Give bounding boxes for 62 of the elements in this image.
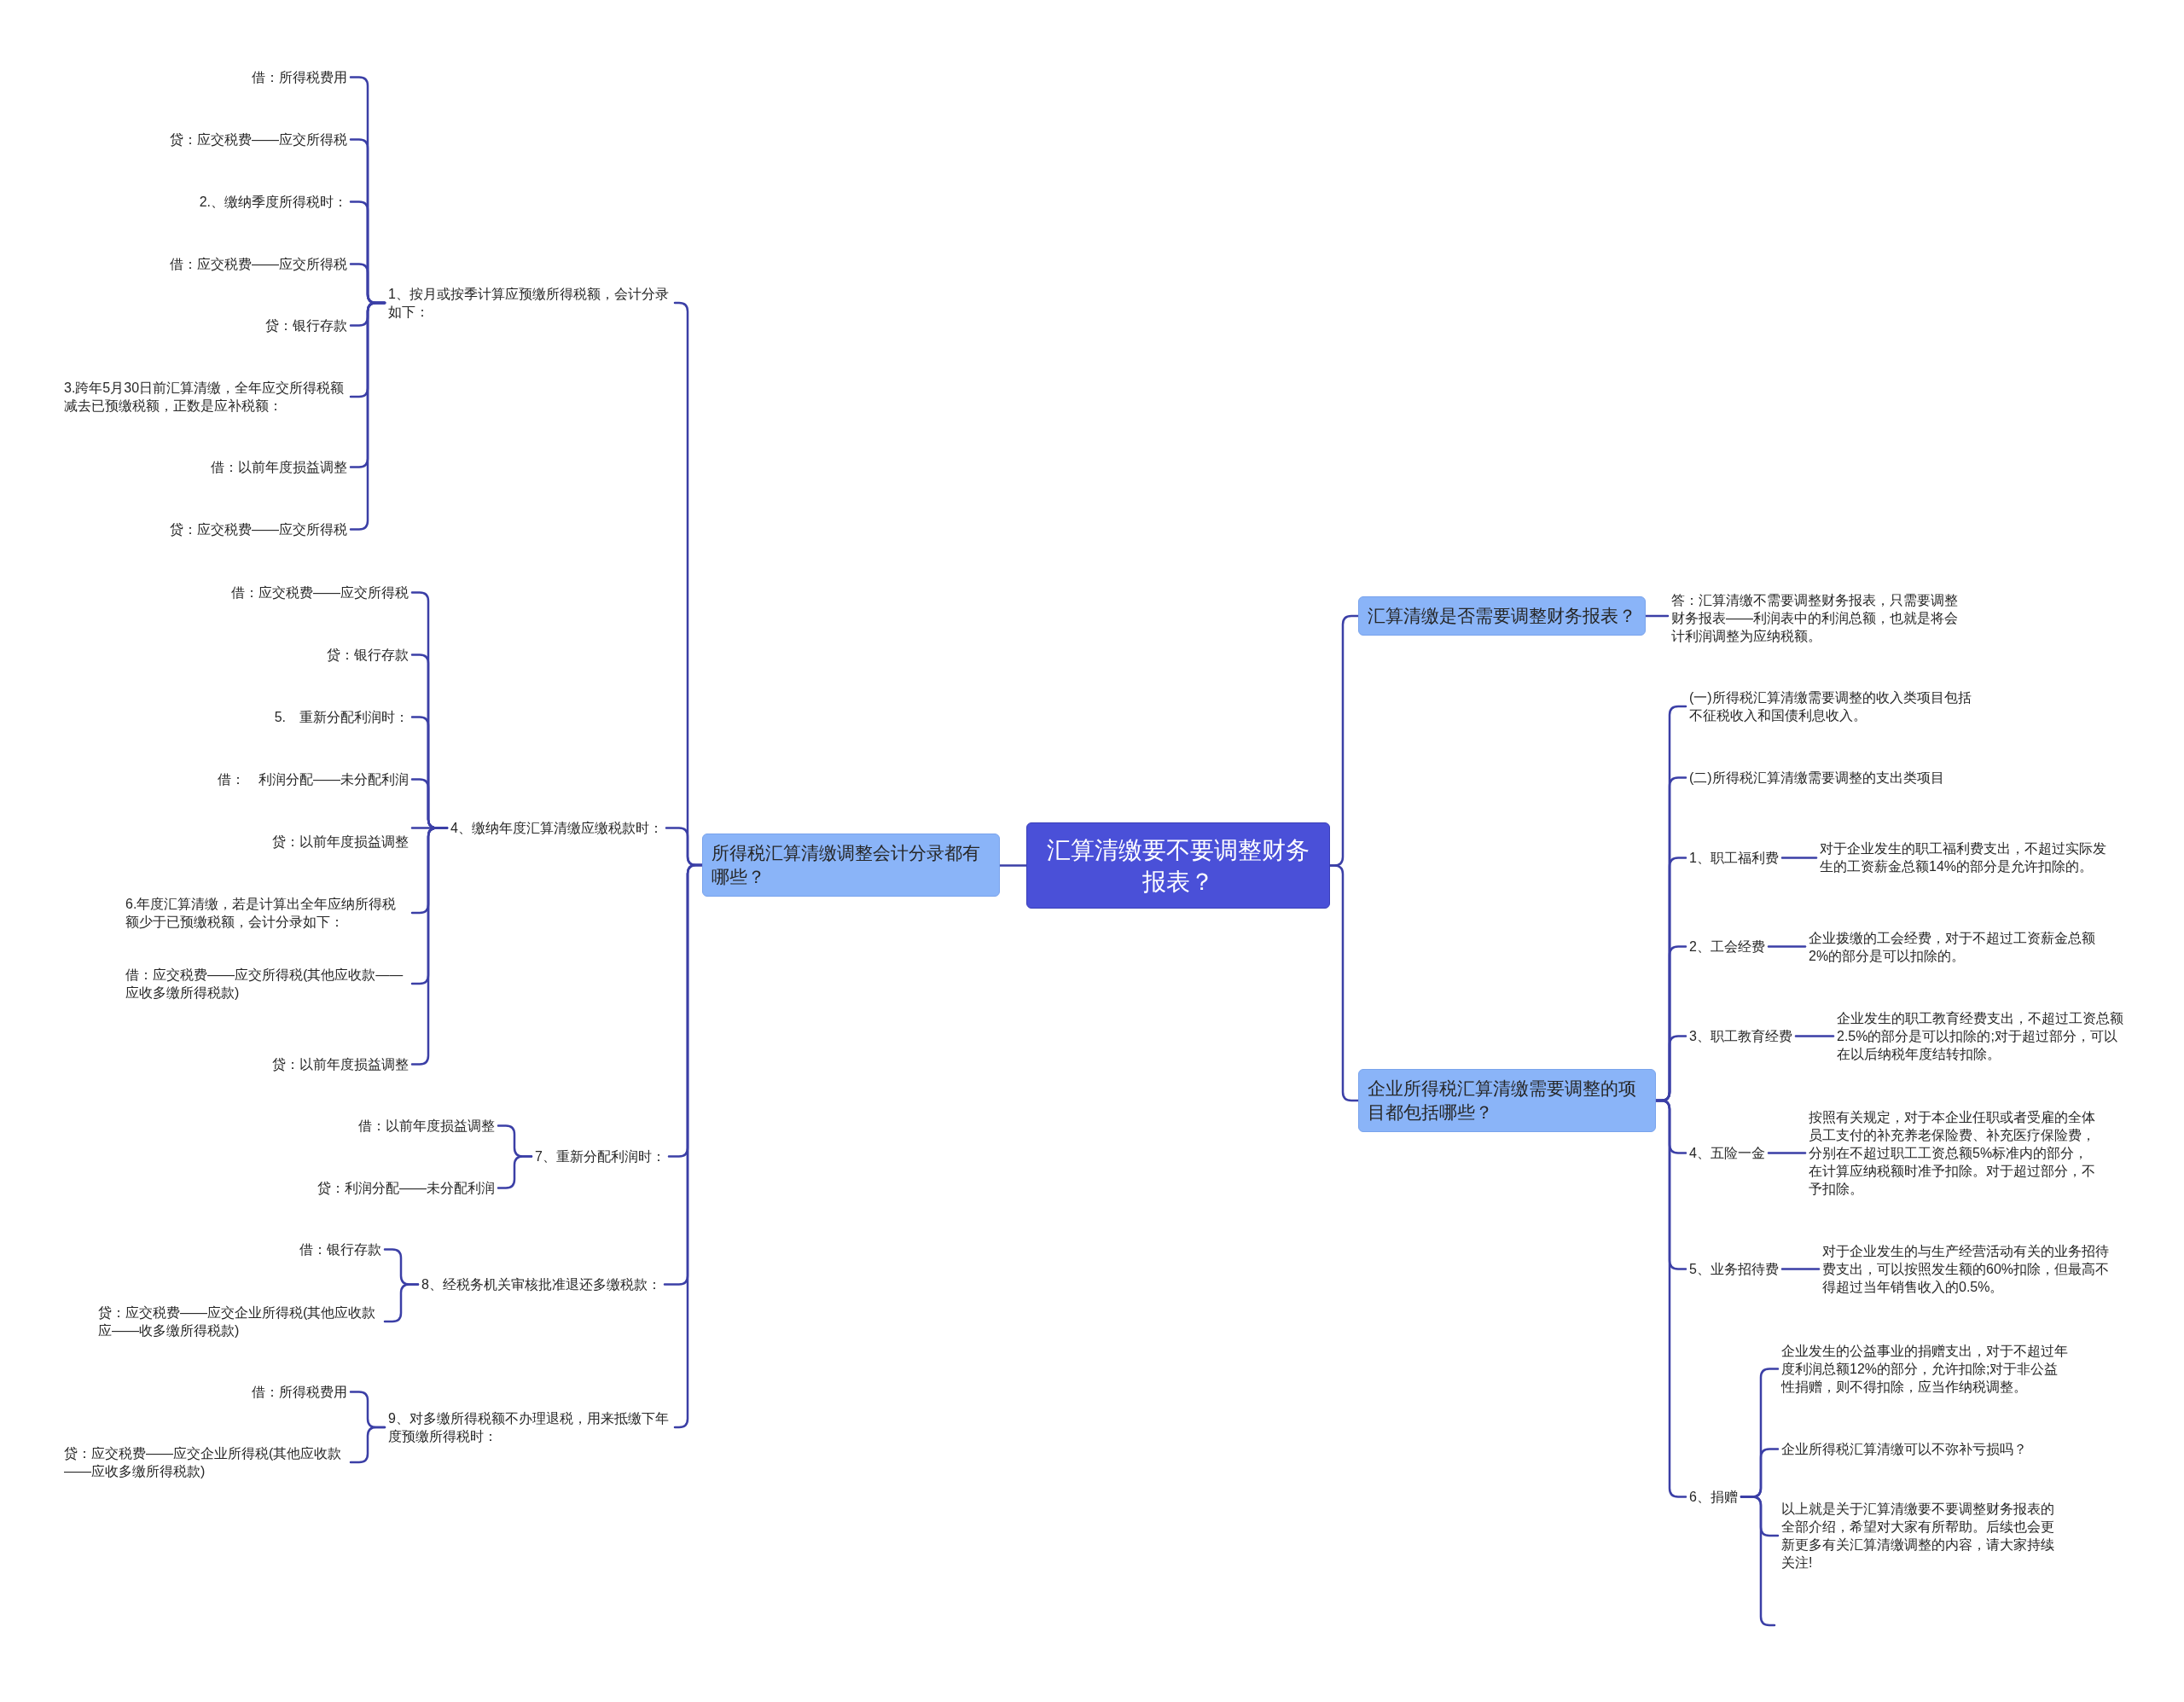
branch-text: 企业发生的公益事业的捐赠支出，对于不超过年度利润总额12%的部分，允许扣除;对于非公益性捐赠，则不得扣除，应当作纳税调整。 — [1778, 1342, 2072, 1396]
connector-line — [1767, 1152, 1807, 1154]
branch-text: 企业发生的职工教育经费支出，不超过工资总额2.5%的部分是可以扣除的;对于超过部分，可以在以后纳税年度结转扣除。 — [1833, 1009, 2132, 1063]
branch-text: 贷：以前年度损益调整 — [269, 833, 412, 851]
branch-text: 贷：银行存款 — [323, 646, 412, 664]
branch-text: 6.年度汇算清缴，若是计算出全年应纳所得税额少于已预缴税额，会计分录如下： — [122, 895, 412, 931]
branch-text: (一)所得税汇算清缴需要调整的收入类项目包括不征税收入和国债利息收入。 — [1686, 688, 1976, 724]
branch-text: 借：应交税费——应交所得税 — [166, 255, 351, 273]
connector-line — [1328, 864, 1360, 1102]
connector-line — [1780, 1268, 1821, 1270]
topic-box: 汇算清缴是否需要调整财务报表？ — [1358, 596, 1646, 636]
branch-text: 借：以前年度损益调整 — [355, 1117, 498, 1135]
branch-text: 2.、缴纳季度所得税时： — [195, 193, 351, 211]
branch-text: 答：汇算清缴不需要调整财务报表，只需要调整财务报表——利润表中的利润总额，也就是将会计利润调整为应纳税额。 — [1668, 591, 1962, 645]
branch-text: 按照有关规定，对于本企业任职或者受雇的全体员工支付的补充养老保险费、补充医疗保险费，分别在不超过职工工资总额5%标准内的部分，在计算应纳税额时准予扣除。对于超过部分，不予扣除。 — [1805, 1108, 2100, 1198]
branch-text: 借：应交税费——应交所得税 — [228, 584, 412, 601]
branch-text: 1、按月或按季计算应预缴所得税额，会计分录如下： — [385, 285, 675, 321]
branch-text: 贷：应交税费——应交企业所得税(其他应收款——应收多缴所得税款) — [61, 1444, 351, 1480]
branch-text: 2、工会经费 — [1686, 938, 1769, 956]
branch-text: 贷：应交税费——应交所得税 — [166, 131, 351, 148]
topic-box: 所得税汇算清缴调整会计分录都有哪些？ — [702, 834, 1000, 897]
connector-line — [1767, 945, 1807, 948]
connector-line — [1644, 614, 1670, 618]
branch-text: 4、五险一金 — [1686, 1144, 1769, 1162]
branch-text: 4、缴纳年度汇算清缴应缴税款时： — [447, 819, 666, 837]
branch-text: 企业拨缴的工会经费，对于不超过工资薪金总额2%的部分是可以扣除的。 — [1805, 929, 2100, 965]
branch-text: 企业所得税汇算清缴可以不弥补亏损吗？ — [1778, 1440, 2030, 1458]
branch-text: 贷：应交税费——应交所得税 — [166, 520, 351, 538]
branch-text: 3.跨年5月30日前汇算清缴，全年应交所得税额减去已预缴税额，正数是应补税额： — [61, 379, 351, 415]
branch-text: (二)所得税汇算清缴需要调整的支出类项目 — [1686, 769, 1948, 787]
connector-line — [497, 1155, 533, 1189]
connector-line — [349, 1426, 386, 1464]
branch-text: 对于企业发生的与生产经营活动有关的业务招待费支出，可以按照发生额的60%扣除，但最高不得超过当年销售收入的0.5%。 — [1819, 1242, 2113, 1296]
branch-text: 借：以前年度损益调整 — [207, 458, 351, 476]
branch-text: 对于企业发生的职工福利费支出，不超过实际发生的工资薪金总额14%的部分是允许扣除的。 — [1816, 839, 2111, 875]
branch-text: 贷：以前年度损益调整 — [269, 1055, 412, 1073]
connector-line — [1740, 1496, 1776, 1627]
branch-text: 贷：应交税费——应交企业所得税(其他应收款应——收多缴所得税款) — [95, 1304, 385, 1339]
connector-line — [1780, 857, 1818, 859]
connector-line — [673, 863, 704, 1429]
branch-text: 贷：银行存款 — [262, 317, 351, 334]
branch-text: 9、对多缴所得税额不办理退税，用来抵缴下年度预缴所得税时： — [385, 1409, 675, 1445]
branch-text: 8、经税务机关审核批准退还多缴税款： — [418, 1275, 665, 1293]
connector-line — [1794, 1035, 1835, 1037]
branch-text: 7、重新分配利润时： — [531, 1147, 669, 1165]
branch-text: 以上就是关于汇算清缴要不要调整财务报表的全部介绍，希望对大家有所帮助。后续也会更新更多有关汇算清缴调整的内容，请大家持续关注! — [1778, 1500, 2068, 1571]
branch-text: 借： 利润分配——未分配利润 — [214, 770, 412, 788]
branch-text: 借：所得税费用 — [248, 1383, 351, 1401]
connector-line — [998, 864, 1028, 867]
branch-text: 5. 重新分配利润时： — [270, 708, 412, 726]
branch-text: 1、职工福利费 — [1686, 849, 1782, 867]
central-topic-box: 汇算清缴要不要调整财务报表？ — [1026, 822, 1330, 909]
branch-text: 借：所得税费用 — [248, 68, 351, 86]
branch-text: 5、业务招待费 — [1686, 1260, 1782, 1278]
branch-text: 3、职工教育经费 — [1686, 1027, 1796, 1045]
branch-text: 借：银行存款 — [296, 1240, 385, 1258]
branch-text: 6、捐赠 — [1686, 1488, 1741, 1506]
connector-line — [1654, 1099, 1687, 1498]
topic-box: 企业所得税汇算清缴需要调整的项目都包括哪些？ — [1358, 1069, 1656, 1132]
branch-text: 借：应交税费——应交所得税(其他应收款——应收多缴所得税款) — [122, 966, 412, 1002]
branch-text: 贷：利润分配——未分配利润 — [314, 1179, 498, 1197]
connector-line — [383, 1283, 420, 1323]
